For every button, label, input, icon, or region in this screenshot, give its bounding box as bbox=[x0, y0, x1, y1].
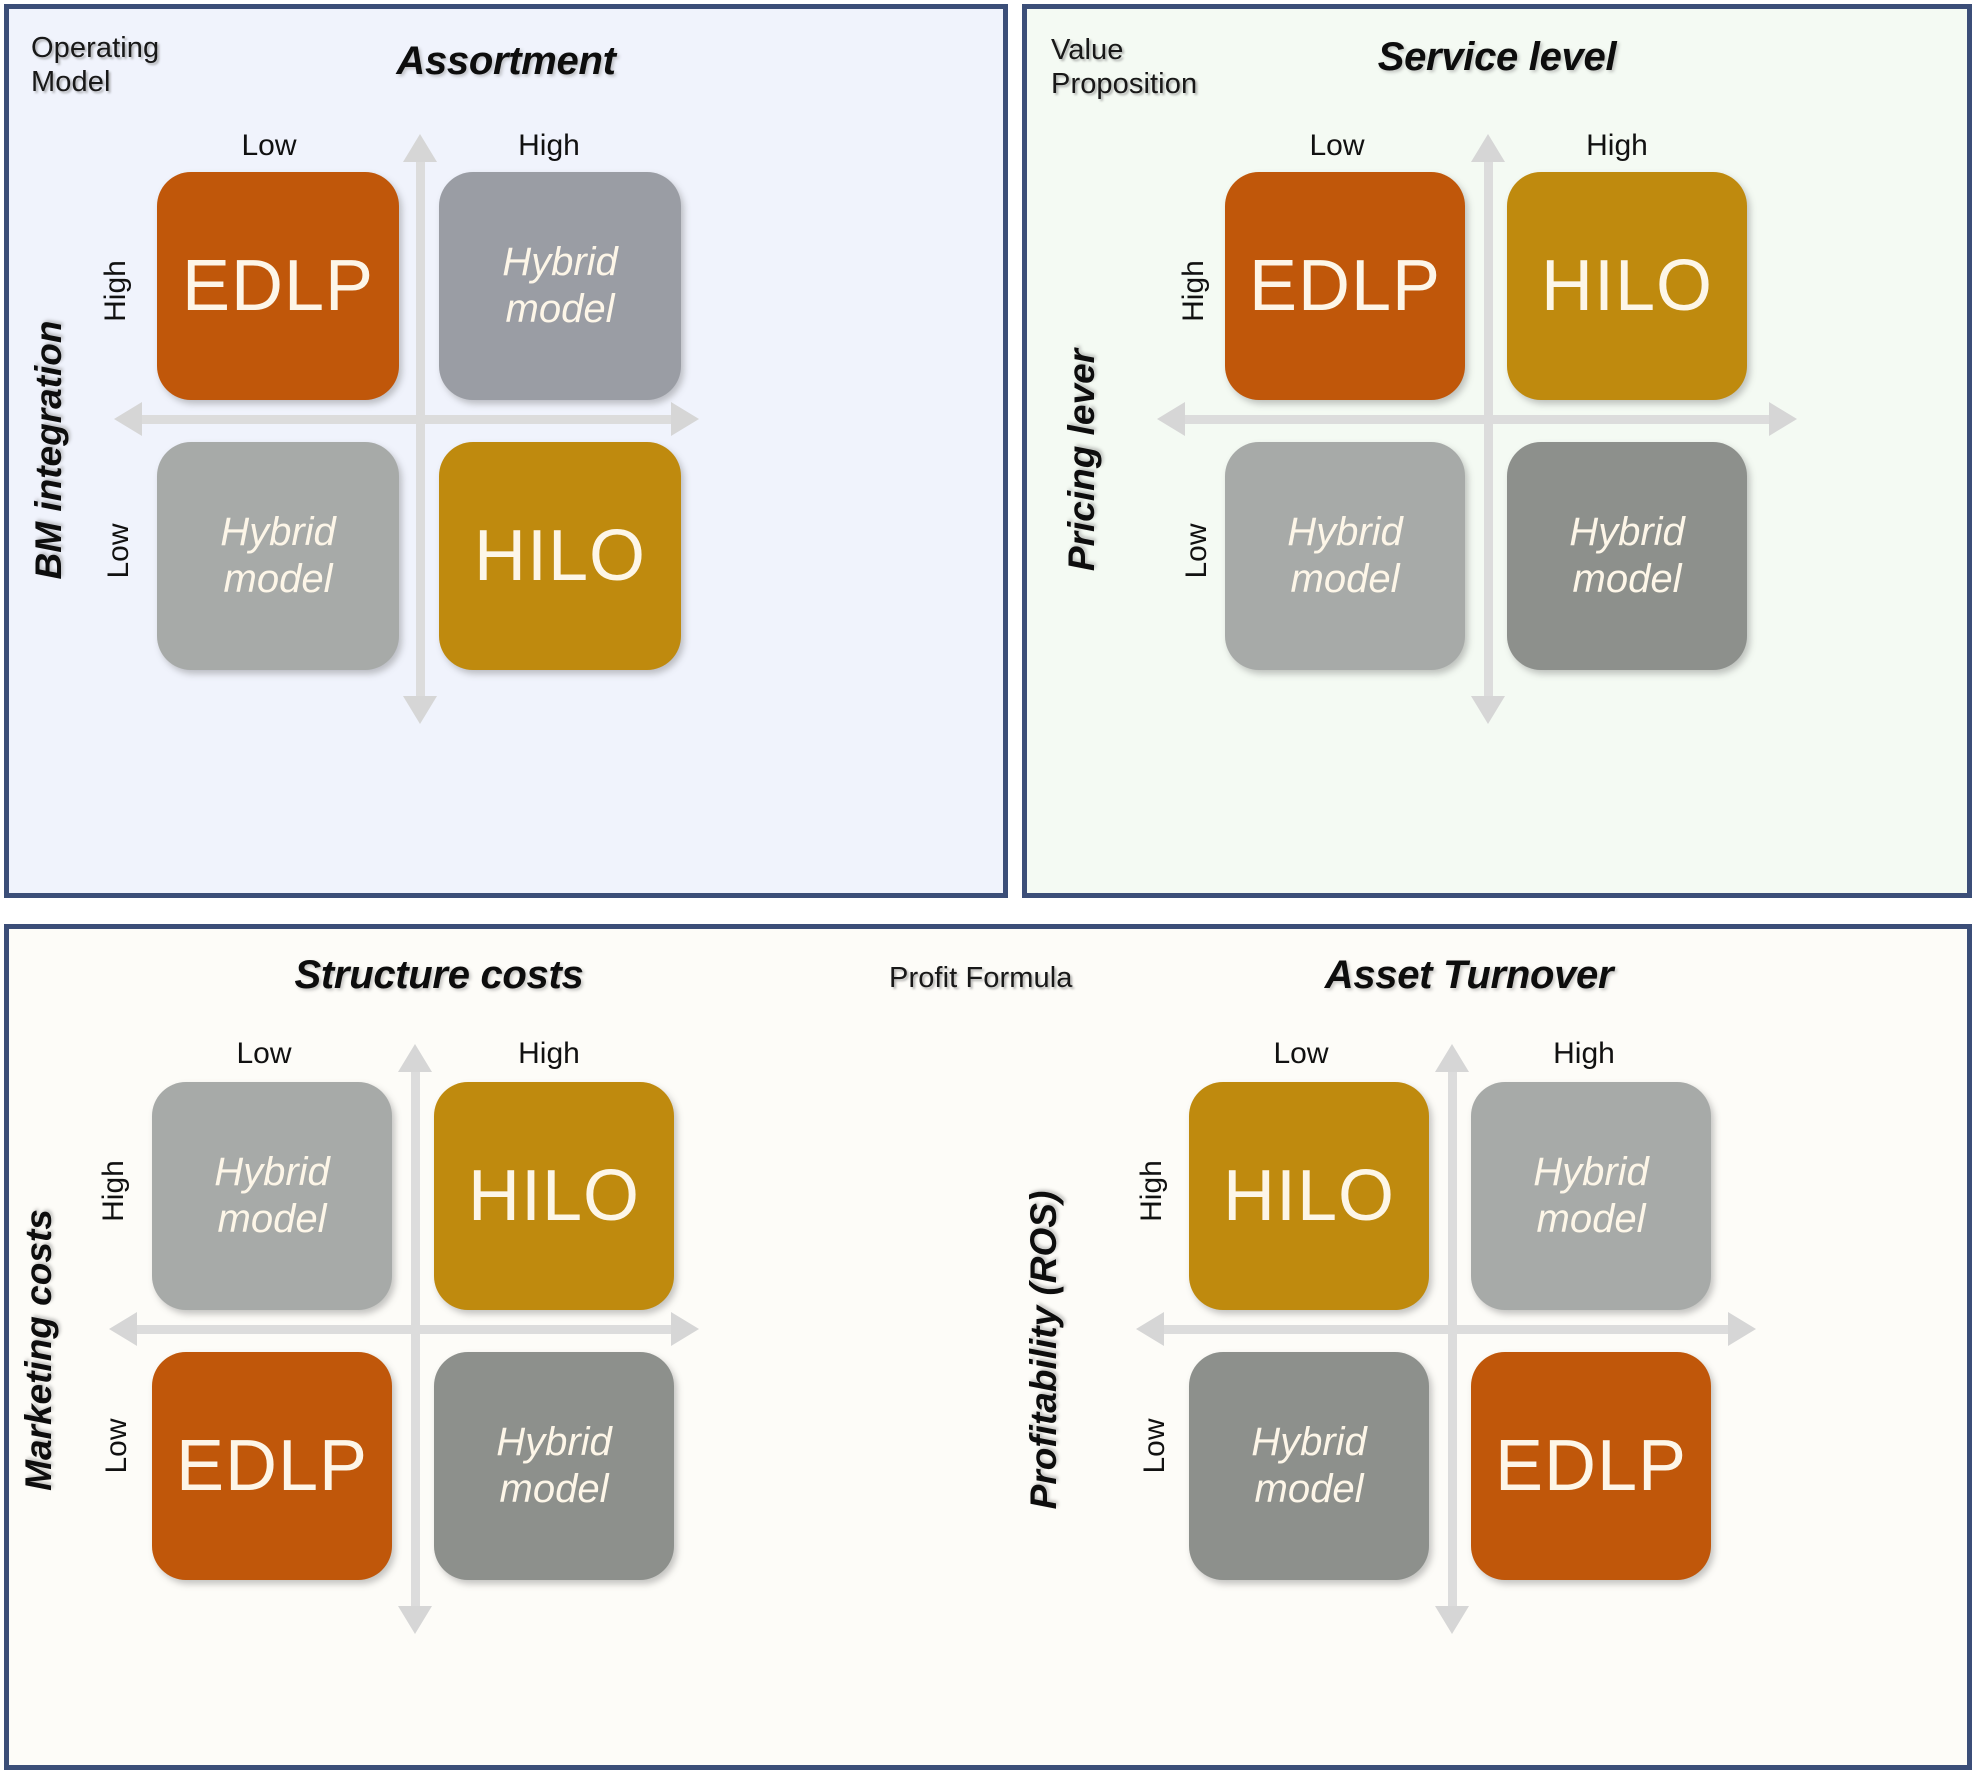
y-axis-arrow-assortment bbox=[403, 134, 437, 724]
x-tick-high-asset-turnover: High bbox=[1553, 1037, 1615, 1070]
quadrant-service-level: Service level Pricing lever Low High Hig… bbox=[1027, 9, 1967, 893]
y-axis-title-bm-integration: BM integration bbox=[28, 320, 69, 580]
panel-value-proposition: Value Proposition Service level Pricing … bbox=[1022, 4, 1972, 898]
tile-service-level-bottom-right[interactable]: Hybrid model bbox=[1507, 442, 1747, 670]
x-axis-arrow-structure-costs bbox=[109, 1312, 699, 1346]
matrix-asset-turnover: HILO Hybrid model Hybrid model EDLP bbox=[1136, 1044, 1756, 1634]
tile-asset-turnover-bottom-left[interactable]: Hybrid model bbox=[1189, 1352, 1429, 1580]
quadrant-title-assortment: Assortment bbox=[396, 39, 616, 83]
quadrant-title-structure-costs: Structure costs bbox=[294, 953, 584, 997]
quadrant-title-asset-turnover: Asset Turnover bbox=[1324, 953, 1614, 997]
x-tick-high-assortment: High bbox=[518, 129, 580, 162]
tile-asset-turnover-top-right[interactable]: Hybrid model bbox=[1471, 1082, 1711, 1310]
tile-assortment-top-right[interactable]: Hybrid model bbox=[439, 172, 681, 400]
x-tick-low-asset-turnover: Low bbox=[1273, 1037, 1329, 1070]
matrix-service-level: EDLP HILO Hybrid model Hybrid model bbox=[1157, 134, 1807, 724]
tile-service-level-top-left[interactable]: EDLP bbox=[1225, 172, 1465, 400]
panel-operating-model: Operating Model Assortment BM integratio… bbox=[4, 4, 1008, 898]
tile-asset-turnover-top-left[interactable]: HILO bbox=[1189, 1082, 1429, 1310]
y-axis-arrow-service-level bbox=[1471, 134, 1505, 724]
y-axis-arrow-structure-costs bbox=[398, 1044, 432, 1634]
tile-structure-costs-bottom-left[interactable]: EDLP bbox=[152, 1352, 392, 1580]
x-axis-arrow-asset-turnover bbox=[1136, 1312, 1756, 1346]
x-axis-arrow-service-level bbox=[1157, 402, 1797, 436]
x-tick-low-structure-costs: Low bbox=[236, 1037, 292, 1070]
panel-profit-formula: Profit Formula Structure costs Marketing… bbox=[4, 924, 1972, 1770]
tile-service-level-bottom-left[interactable]: Hybrid model bbox=[1225, 442, 1465, 670]
quadrant-title-service-level: Service level bbox=[1377, 35, 1617, 79]
tile-assortment-bottom-right[interactable]: HILO bbox=[439, 442, 681, 670]
perspective-label-value-proposition: Value Proposition bbox=[1051, 34, 1198, 101]
tile-structure-costs-bottom-right[interactable]: Hybrid model bbox=[434, 1352, 674, 1580]
x-axis-arrow-assortment bbox=[114, 402, 699, 436]
tile-service-level-top-right[interactable]: HILO bbox=[1507, 172, 1747, 400]
tile-assortment-bottom-left[interactable]: Hybrid model bbox=[157, 442, 399, 670]
perspective-label-operating-model: Operating Model bbox=[31, 32, 160, 99]
matrix-structure-costs: Hybrid model HILO EDLP Hybrid model bbox=[109, 1044, 714, 1634]
x-tick-low-service-level: Low bbox=[1309, 129, 1365, 162]
matrix-assortment: EDLP Hybrid model Hybrid model HILO bbox=[114, 134, 719, 724]
x-tick-high-structure-costs: High bbox=[518, 1037, 580, 1070]
quadrant-structure-costs: Structure costs Marketing costs Low High… bbox=[9, 929, 869, 1765]
y-axis-title-pricing-lever: Pricing lever bbox=[1061, 348, 1102, 572]
quadrant-asset-turnover: Asset Turnover Profitability (ROS) Low H… bbox=[1019, 929, 1919, 1765]
perspective-label-profit-formula: Profit Formula bbox=[889, 962, 1073, 994]
tile-structure-costs-top-right[interactable]: HILO bbox=[434, 1082, 674, 1310]
y-axis-title-profitability-ros: Profitability (ROS) bbox=[1023, 1190, 1064, 1510]
tile-structure-costs-top-left[interactable]: Hybrid model bbox=[152, 1082, 392, 1310]
quadrant-assortment: Assortment BM integration Low High High … bbox=[9, 9, 1003, 893]
x-tick-low-assortment: Low bbox=[241, 129, 297, 162]
tile-assortment-top-left[interactable]: EDLP bbox=[157, 172, 399, 400]
y-axis-title-marketing-costs: Marketing costs bbox=[18, 1209, 59, 1491]
tile-asset-turnover-bottom-right[interactable]: EDLP bbox=[1471, 1352, 1711, 1580]
x-tick-high-service-level: High bbox=[1586, 129, 1648, 162]
y-axis-arrow-asset-turnover bbox=[1435, 1044, 1469, 1634]
